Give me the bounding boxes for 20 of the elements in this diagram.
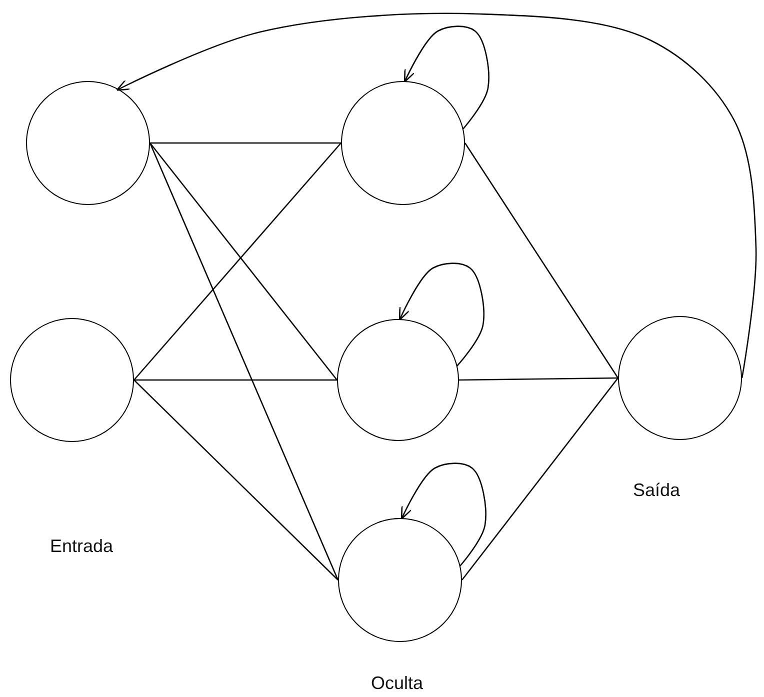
self-loop-arrow [398,262,484,366]
connection-line [459,377,618,381]
neuron-circle [338,518,462,642]
neuron-circle [341,81,465,205]
self-loop-arrow [404,26,490,130]
neuron-circle [618,316,742,440]
layer-label: Oculta [371,673,424,694]
connection-line [149,142,339,580]
connection-line [150,142,341,144]
feedback-arrow [116,12,757,378]
self-loop-arrow [400,462,486,566]
neuron-circle [26,81,150,205]
connection-line [464,142,619,378]
layer-label: Saída [633,480,680,501]
neuron-circle [10,318,134,442]
connection-line [134,379,337,381]
layer-label: Entrada [50,536,114,557]
connection-line [134,380,338,580]
connection-line [461,378,619,580]
neuron-circle [337,319,459,441]
